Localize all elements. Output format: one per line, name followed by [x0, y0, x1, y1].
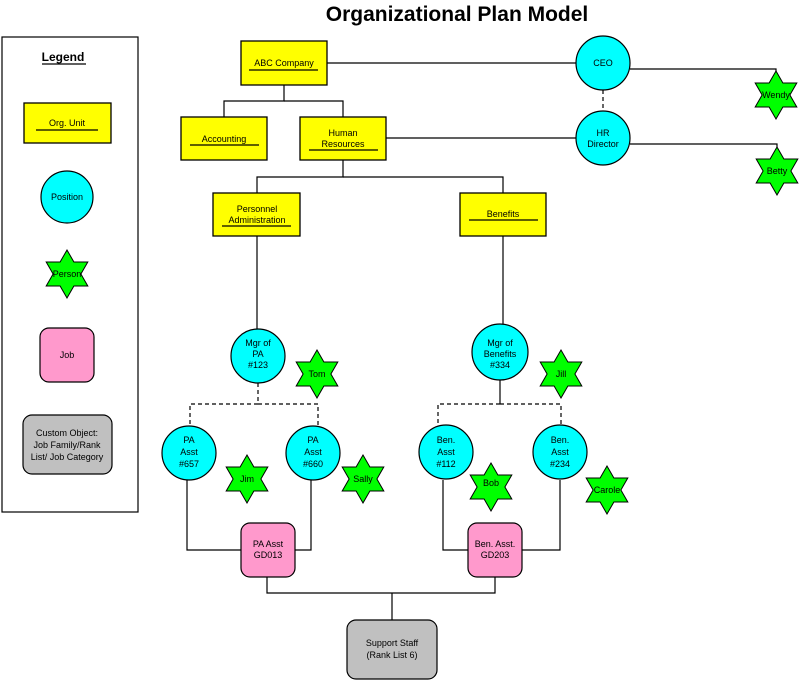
position-label: #234 [550, 459, 570, 469]
job-pa-asst[interactable]: PA Asst GD013 [240, 522, 296, 578]
person-tom[interactable]: Tom [295, 349, 339, 399]
custom-object-support-staff[interactable]: Support Staff (Rank List 6) [346, 619, 438, 680]
job-ben-asst[interactable]: Ben. Asst. GD203 [467, 522, 523, 578]
position-label: #334 [490, 360, 510, 370]
position-label: PA [252, 349, 263, 359]
org-unit-personnel-administration[interactable]: Personnel Administration [212, 192, 301, 237]
legend-title: Legend [42, 50, 85, 64]
legend-org-unit-swatch [23, 102, 112, 144]
position-label: Asst [304, 447, 322, 457]
position-label: Asst [180, 447, 198, 457]
legend-custom-line1: Custom Object: [36, 428, 98, 438]
org-unit-label: Administration [228, 215, 285, 225]
org-unit-human-resources[interactable]: Human Resources [299, 116, 387, 161]
person-label: Sally [353, 474, 373, 484]
position-label: PA [307, 435, 318, 445]
org-unit-accounting[interactable]: Accounting [180, 116, 268, 161]
position-hr-director[interactable]: HR Director [575, 110, 631, 166]
legend-org-unit-label: Org. Unit [49, 118, 86, 128]
org-unit-label: Benefits [487, 209, 520, 219]
position-label: CEO [593, 58, 613, 68]
person-carole[interactable]: Carole [585, 465, 629, 515]
org-unit-abc-company[interactable]: ABC Company [240, 40, 328, 86]
person-label: Bob [483, 478, 499, 488]
org-unit-label: ABC Company [254, 58, 314, 68]
diagram-title: Organizational Plan Model [326, 3, 589, 26]
position-label: #123 [248, 360, 268, 370]
person-label: Tom [308, 369, 325, 379]
person-betty[interactable]: Betty [755, 146, 799, 196]
job-label: GD203 [481, 550, 510, 560]
position-pa-asst-657[interactable]: PA Asst #657 [161, 425, 217, 481]
job-label: PA Asst [253, 539, 284, 549]
position-pa-asst-660[interactable]: PA Asst #660 [285, 425, 341, 481]
person-sally[interactable]: Sally [341, 454, 385, 504]
position-label: Mgr of [245, 338, 271, 348]
position-ben-asst-112[interactable]: Ben. Asst #112 [418, 424, 474, 480]
legend-custom-object-swatch [22, 414, 113, 475]
position-label: #112 [436, 459, 455, 469]
position-label: #660 [303, 459, 323, 469]
person-label: Carole [594, 485, 621, 495]
position-ceo[interactable]: CEO [575, 35, 631, 91]
person-label: Betty [767, 166, 788, 176]
org-unit-label: Human [328, 128, 357, 138]
legend-position-swatch [40, 170, 94, 224]
position-label: Director [587, 139, 619, 149]
legend-custom-line3: List/ Job Category [31, 452, 104, 462]
person-jim[interactable]: Jim [225, 454, 269, 504]
position-label: Asst [551, 447, 569, 457]
org-unit-label: Accounting [202, 134, 247, 144]
job-label: Ben. Asst. [475, 539, 516, 549]
job-label: GD013 [254, 550, 283, 560]
org-unit-benefits[interactable]: Benefits [459, 192, 547, 237]
position-label: Asst [437, 447, 455, 457]
position-label: Benefits [484, 349, 517, 359]
person-label: Jill [556, 369, 567, 379]
custom-object-label: Support Staff [366, 638, 419, 648]
legend: Legend Org. Unit Position Person Job Cus… [1, 36, 139, 513]
legend-custom-line2: Job Family/Rank [33, 440, 101, 450]
org-unit-label: Resources [321, 139, 365, 149]
position-label: #657 [179, 459, 199, 469]
legend-job-swatch [39, 327, 95, 383]
person-jill[interactable]: Jill [539, 349, 583, 399]
position-label: HR [597, 128, 610, 138]
position-mgr-pa[interactable]: Mgr of PA #123 [230, 328, 286, 384]
person-bob[interactable]: Bob [469, 462, 513, 512]
legend-position-label: Position [51, 192, 83, 202]
position-mgr-benefits[interactable]: Mgr of Benefits #334 [471, 323, 529, 381]
org-unit-label: Personnel [237, 204, 278, 214]
person-label: Jim [240, 474, 254, 484]
position-ben-asst-234[interactable]: Ben. Asst #234 [532, 424, 588, 480]
legend-job-label: Job [60, 350, 75, 360]
person-wendy[interactable]: Wendy [754, 70, 798, 120]
legend-person-label: Person [53, 269, 82, 279]
connectors [186, 62, 778, 620]
position-label: Ben. [551, 435, 570, 445]
person-label: Wendy [762, 90, 790, 100]
custom-object-label: (Rank List 6) [366, 650, 417, 660]
position-label: PA [183, 435, 194, 445]
position-label: Mgr of [487, 338, 513, 348]
position-label: Ben. [437, 435, 456, 445]
